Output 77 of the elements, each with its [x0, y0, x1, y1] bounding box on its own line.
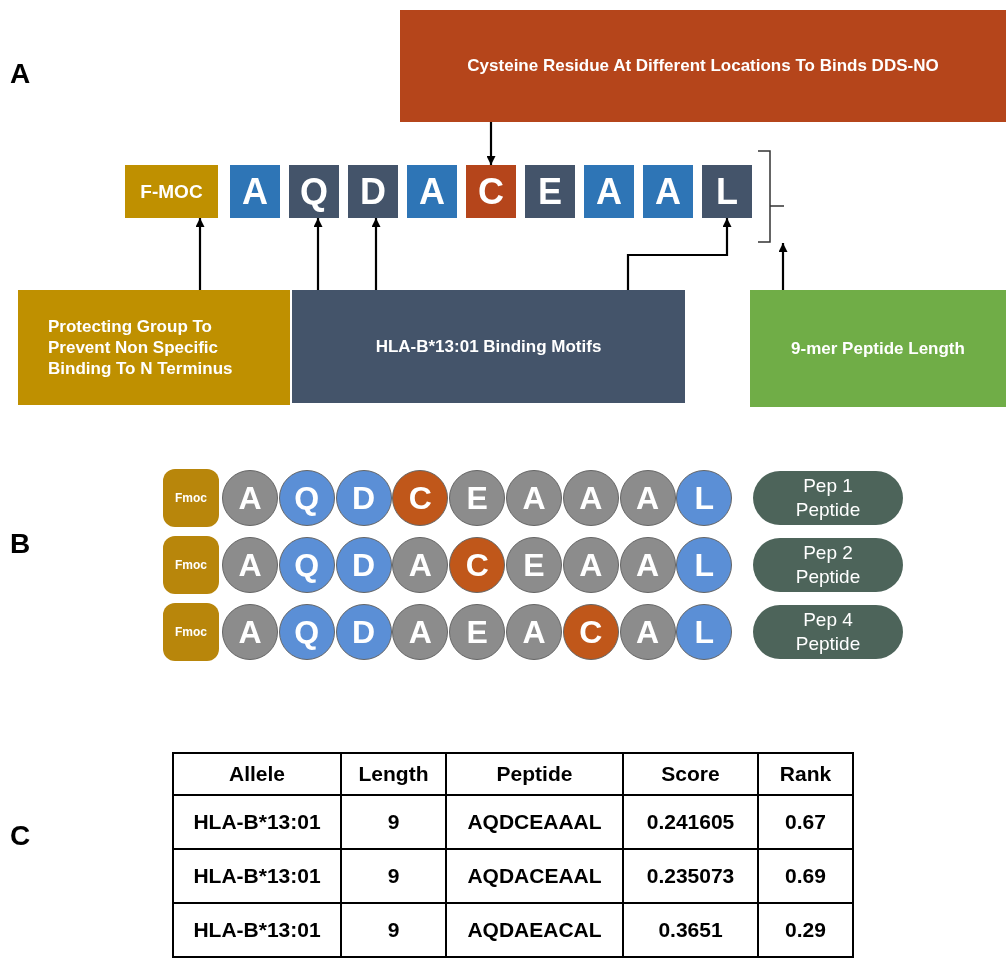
table-cell: Peptide	[446, 753, 623, 795]
table-cell: 9	[341, 849, 446, 903]
amino-acid-tile: A	[584, 165, 634, 218]
amino-acid-circle: A	[619, 470, 676, 526]
amino-acid-tile: E	[525, 165, 575, 218]
amino-acid-circle: Q	[278, 604, 335, 660]
arrow	[371, 218, 381, 290]
table-cell: 0.241605	[623, 795, 758, 849]
peptide-label: Pep 4 Peptide	[753, 605, 903, 659]
table-cell: HLA-B*13:01	[173, 795, 341, 849]
amino-acid-circle: A	[222, 470, 278, 526]
amino-acid-tile: F-MOC	[125, 165, 218, 218]
table-cell: 0.235073	[623, 849, 758, 903]
table-cell: 9	[341, 795, 446, 849]
table-cell: AQDAEACAL	[446, 903, 623, 957]
fmoc-tag: Fmoc	[163, 536, 219, 594]
table-cell: 9	[341, 903, 446, 957]
table-cell: Score	[623, 753, 758, 795]
amino-acid-circle: D	[335, 537, 392, 593]
amino-acid-tile: D	[348, 165, 398, 218]
amino-acid-circle: Q	[278, 470, 335, 526]
amino-acid-circle: E	[449, 604, 506, 660]
table-cell: HLA-B*13:01	[173, 903, 341, 957]
table-cell: AQDCEAAAL	[446, 795, 623, 849]
amino-acid-circle: E	[449, 470, 506, 526]
fmoc-tag: Fmoc	[163, 603, 219, 661]
table-cell: Rank	[758, 753, 853, 795]
table-cell: Length	[341, 753, 446, 795]
amino-acid-circle: C	[392, 470, 449, 526]
amino-acid-circle: A	[392, 604, 449, 660]
amino-acid-circle: L	[676, 470, 733, 526]
arrow	[626, 218, 732, 290]
amino-acid-circle: Q	[278, 537, 335, 593]
amino-acid-circle: A	[506, 470, 562, 526]
panel-letter: C	[10, 820, 31, 852]
amino-acid-circle: C	[449, 537, 506, 593]
callout-box: Cysteine Residue At Different Locations To Binds DDS-NO	[400, 10, 1006, 122]
amino-acid-circle: A	[222, 604, 278, 660]
arrow	[313, 218, 323, 290]
amino-acid-circle: A	[222, 537, 278, 593]
bracket	[757, 150, 785, 243]
amino-acid-tile: Q	[289, 165, 339, 218]
amino-acid-circle: A	[619, 537, 676, 593]
amino-acid-circle: L	[676, 537, 733, 593]
annotation-box: HLA-B*13:01 Binding Motifs	[292, 290, 685, 403]
amino-acid-tile: A	[643, 165, 693, 218]
amino-acid-tile: L	[702, 165, 752, 218]
table-cell: 0.29	[758, 903, 853, 957]
fmoc-tag: Fmoc	[163, 469, 219, 527]
table-cell: 0.67	[758, 795, 853, 849]
peptide-label: Pep 1 Peptide	[753, 471, 903, 525]
arrow	[778, 243, 788, 290]
amino-acid-tile: C	[466, 165, 516, 218]
amino-acid-circle: E	[506, 537, 562, 593]
amino-acid-circle: A	[506, 604, 562, 660]
table-cell: Allele	[173, 753, 341, 795]
arrow	[195, 218, 205, 290]
table-cell: 0.3651	[623, 903, 758, 957]
peptide-label: Pep 2 Peptide	[753, 538, 903, 592]
panel-letter: A	[10, 58, 31, 90]
amino-acid-tile: A	[230, 165, 280, 218]
amino-acid-circle: A	[562, 470, 619, 526]
table-cell: AQDACEAAL	[446, 849, 623, 903]
amino-acid-circle: D	[335, 604, 392, 660]
amino-acid-tile: A	[407, 165, 457, 218]
amino-acid-circle: A	[619, 604, 676, 660]
panel-letter: B	[10, 528, 31, 560]
annotation-box: Protecting Group To Prevent Non Specific Binding To N Terminus	[18, 290, 290, 405]
arrow	[486, 122, 496, 165]
amino-acid-circle: A	[392, 537, 449, 593]
table-cell: 0.69	[758, 849, 853, 903]
amino-acid-circle: L	[676, 604, 733, 660]
amino-acid-circle: A	[562, 537, 619, 593]
amino-acid-circle: C	[562, 604, 619, 660]
amino-acid-circle: D	[335, 470, 392, 526]
table-cell: HLA-B*13:01	[173, 849, 341, 903]
annotation-box: 9-mer Peptide Length	[750, 290, 1006, 407]
